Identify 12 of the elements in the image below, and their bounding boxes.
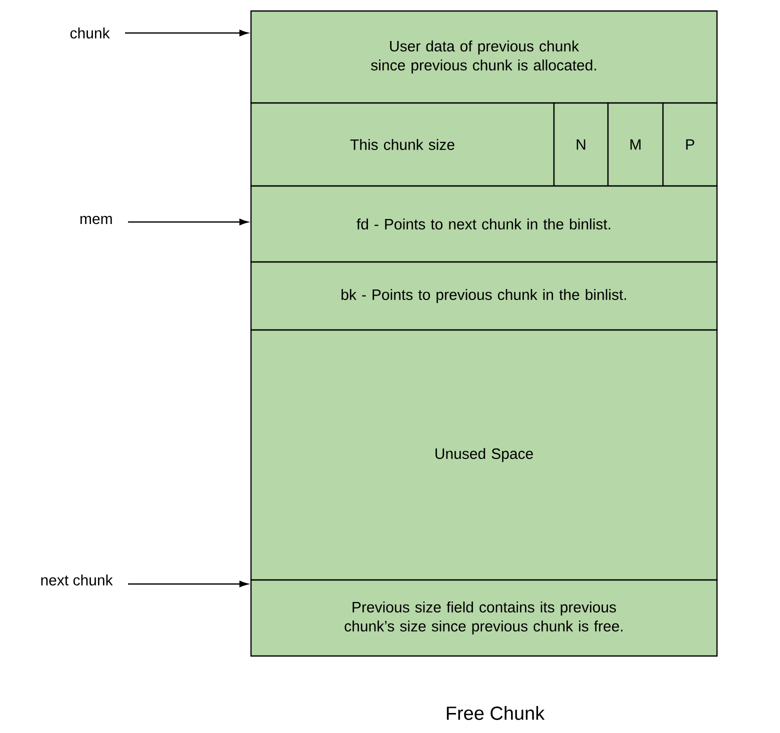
- chunk-field: P: [662, 102, 718, 187]
- chunk-field: bk - Points to previous chunk in the binlist.: [250, 261, 718, 331]
- chunk-field: N: [553, 102, 609, 187]
- arrow: [125, 30, 248, 36]
- chunk-field: M: [607, 102, 664, 187]
- chunk-field: Previous size field contains its previous chunk’s size since previous chunk is free.: [250, 579, 718, 657]
- arrow: [128, 580, 248, 588]
- pointer-label: mem: [80, 216, 112, 224]
- pointer-label: chunk: [70, 27, 110, 38]
- arrow: [128, 218, 248, 226]
- pointer-label: next chunk: [41, 574, 113, 586]
- caption: Free Chunk: [446, 706, 545, 720]
